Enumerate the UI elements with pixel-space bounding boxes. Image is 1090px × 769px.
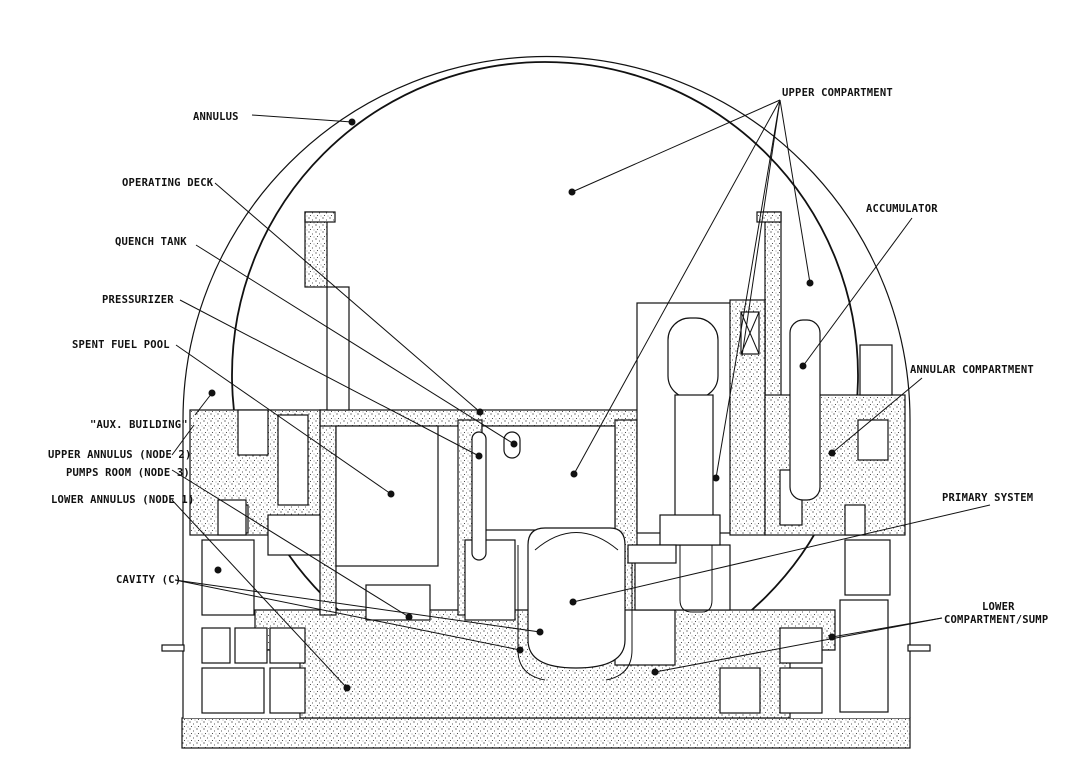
leaders [171, 99, 991, 692]
lower-annulus-room [201, 539, 255, 616]
shaft-x [740, 311, 760, 355]
lower-left-room-3 [269, 627, 306, 664]
labels: ANNULUS OPERATING DECK QUENCH TANK PRESS… [48, 87, 1048, 626]
left-flange [161, 644, 185, 652]
crossover-leg [679, 545, 713, 613]
right-upper-wall-top [756, 211, 782, 223]
equipment [471, 311, 821, 681]
lower-left-box [217, 499, 247, 536]
lower-right-room-3 [779, 667, 823, 714]
upper-compartment-box [326, 286, 350, 411]
label-aux-building: "AUX. BUILDING" [90, 419, 188, 431]
label-annulus: ANNULUS [193, 111, 239, 123]
base-mat [181, 717, 911, 749]
reactor-shield-right [605, 545, 633, 681]
label-pressurizer: PRESSURIZER [102, 294, 174, 306]
lower-right-room-4 [719, 667, 761, 714]
left-operating-wall [319, 409, 337, 616]
label-upper-annulus: UPPER ANNULUS (NODE 2) [48, 449, 191, 461]
lower-left-room-5 [269, 667, 306, 714]
label-primary-system: PRIMARY SYSTEM [942, 492, 1033, 504]
steam-generator-upper [667, 317, 719, 399]
label-accumulator: ACCUMULATOR [866, 203, 938, 215]
label-upper-compartment: UPPER COMPARTMENT [782, 87, 893, 99]
annular-room-3 [844, 504, 866, 536]
lower-right-room-1 [779, 627, 823, 664]
label-spent-fuel-pool: SPENT FUEL POOL [72, 339, 170, 351]
left-upper-wall [304, 211, 328, 288]
lower-left-room-4 [201, 667, 265, 714]
lower-right-room-2 [839, 599, 889, 713]
lower-left-room-2 [234, 627, 268, 664]
steam-generator-base [659, 514, 721, 546]
aux-room-2 [277, 414, 309, 506]
reactor-coolant-pump [627, 544, 677, 564]
lower-right-room-5 [844, 539, 891, 596]
label-annular-compartment: ANNULAR COMPARTMENT [910, 364, 1034, 376]
label-lower-compartment-1: LOWER [982, 601, 1015, 613]
label-lower-annulus: LOWER ANNULUS (NODE 1) [51, 494, 194, 506]
aux-room-4 [267, 514, 321, 556]
annular-room-1 [859, 344, 893, 396]
label-pumps-room: PUMPS ROOM (NODE 3) [66, 467, 190, 479]
lower-left-room-1 [201, 627, 231, 664]
aux-room-1 [237, 409, 269, 456]
reactor-vessel-head [534, 532, 619, 551]
label-operating-deck: OPERATING DECK [122, 177, 214, 189]
steam-generator-lower [674, 394, 714, 521]
spent-fuel-pool-room [335, 425, 439, 567]
label-quench-tank: QUENCH TANK [115, 236, 187, 248]
left-upper-wall-top [304, 211, 336, 223]
reactor-vessel [527, 527, 626, 669]
pressurizer-vessel [471, 431, 487, 561]
label-lower-compartment-2: COMPARTMENT/SUMP [944, 614, 1048, 626]
annular-room-2 [857, 419, 889, 461]
pumps-room-box [464, 539, 516, 621]
label-cavity: CAVITY (C) [116, 574, 181, 586]
cavity-room [365, 584, 431, 621]
quench-tank-room [481, 425, 616, 531]
right-flange [907, 644, 931, 652]
accumulator-tank [789, 319, 821, 501]
